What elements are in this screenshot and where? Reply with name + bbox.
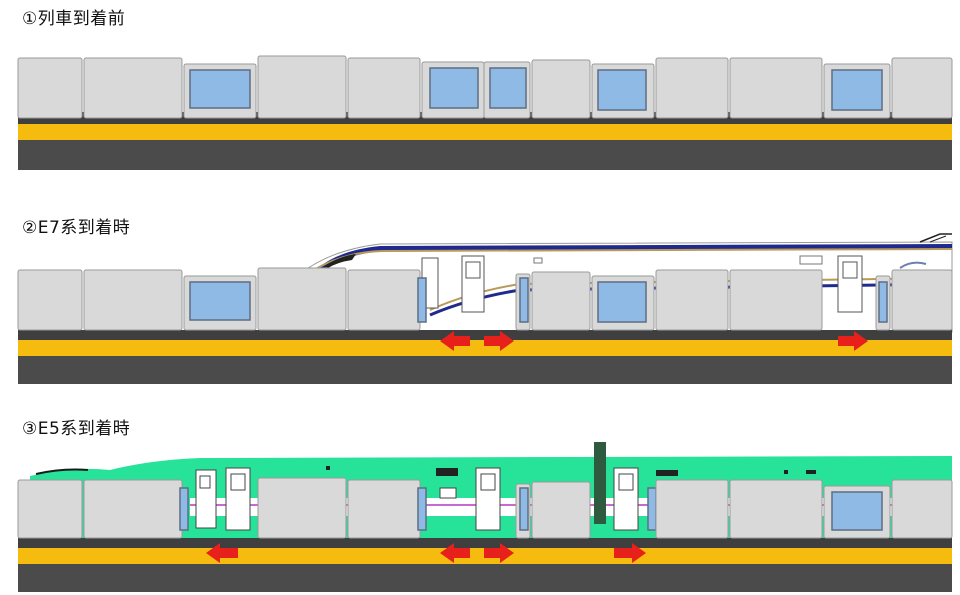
platform-scene-e7: [17, 233, 953, 384]
gate-panel: [83, 269, 183, 331]
gate-panel: [83, 479, 183, 539]
gate-panel: [17, 479, 83, 539]
gate-panel: [729, 479, 823, 539]
arrow-right-icon: [838, 331, 868, 351]
gate-panel: [17, 57, 83, 119]
gate-panel: [891, 57, 953, 119]
gate-panel: [17, 269, 83, 331]
arrow-left-icon: [440, 543, 470, 563]
gate-window: [647, 487, 657, 531]
arrow-right-icon: [484, 543, 514, 563]
gate-panel: [891, 479, 953, 539]
gate-panel: [347, 57, 421, 119]
gate-window: [519, 277, 529, 323]
caption-e7-arrival: ②E7系到着時: [22, 218, 131, 238]
gate-window: [519, 487, 529, 531]
platform-scene-before-arrival: [17, 55, 953, 170]
platform-scene-e5: [17, 442, 953, 592]
gate-panel: [83, 57, 183, 119]
yellow-safety-line: [18, 124, 952, 140]
gate-window: [417, 277, 427, 323]
gate-panel: [531, 59, 591, 119]
gate-window: [489, 67, 527, 109]
gate-window: [597, 69, 647, 111]
gate-window: [831, 491, 883, 531]
gate-panel: [655, 269, 729, 331]
platform-screen-doors: [17, 267, 953, 331]
caption-e5-arrival: ③E5系到着時: [22, 419, 131, 439]
gate-panel: [729, 269, 823, 331]
gate-window: [597, 281, 647, 323]
gate-window: [878, 281, 888, 323]
arrow-right-icon: [484, 331, 514, 351]
gate-panel: [531, 481, 591, 539]
arrow-left-icon: [440, 331, 470, 351]
platform-floor: [18, 356, 952, 384]
gate-panel: [347, 269, 421, 331]
gate-window: [429, 67, 479, 109]
gate-panel: [729, 57, 823, 119]
gate-window: [179, 487, 189, 531]
gate-window: [417, 487, 427, 531]
gate-panel: [655, 479, 729, 539]
caption-before-arrival: ①列車到着前: [22, 9, 126, 29]
gate-panel: [257, 267, 347, 331]
platform-floor: [18, 564, 952, 592]
gate-panel: [257, 477, 347, 539]
platform-pillar: [594, 442, 606, 524]
arrow-right-icon: [614, 543, 646, 563]
platform-screen-doors: [17, 477, 953, 539]
e7-cab-window: [324, 254, 356, 268]
platform-floor: [18, 140, 952, 170]
gate-window: [189, 69, 251, 109]
gate-window: [831, 69, 883, 111]
platform-edge: [18, 538, 952, 550]
gate-panel: [891, 269, 953, 331]
gate-panel: [655, 57, 729, 119]
gate-window: [189, 281, 251, 321]
gate-panel: [531, 271, 591, 331]
arrow-left-icon: [206, 543, 238, 563]
gate-panel: [257, 55, 347, 119]
yellow-safety-line: [18, 340, 952, 356]
platform-screen-doors: [17, 55, 953, 119]
gate-panel: [347, 479, 421, 539]
